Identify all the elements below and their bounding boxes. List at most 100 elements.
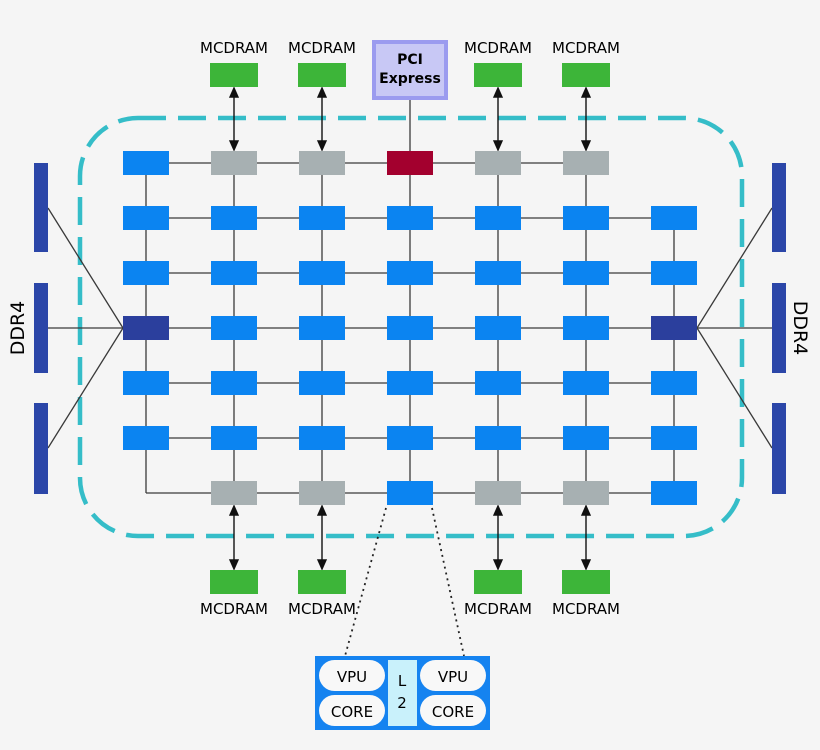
mcdram-bottom-label: MCDRAM — [288, 600, 356, 618]
core-right-label: CORE — [432, 703, 474, 721]
arrow-head — [492, 504, 504, 516]
ddr-left-bar — [34, 403, 48, 494]
mesh-tile — [211, 316, 257, 340]
mcdram-top-label: MCDRAM — [464, 39, 532, 57]
mcdram-modules: MCDRAM MCDRAM MCDRAM MCDRAM MCDRAM MCDRAM MCDR… — [200, 39, 620, 618]
ddr-left-bar — [34, 163, 48, 252]
ddr-right-bar — [772, 163, 786, 252]
pcie-box — [372, 40, 448, 100]
l2-cache-box — [388, 660, 417, 726]
arrow-head — [228, 86, 240, 98]
ddr-channels — [34, 163, 786, 494]
ddr-left-link — [47, 327, 124, 449]
mcdram-top-label: MCDRAM — [288, 39, 356, 57]
mcdram-top-block — [562, 63, 610, 87]
mcdram-top-label: MCDRAM — [200, 39, 268, 57]
mesh-tile — [387, 426, 433, 450]
ddr-right-link — [696, 327, 773, 449]
mesh-tile — [211, 206, 257, 230]
mcdram-bottom-block — [210, 570, 258, 594]
mcdram-links — [228, 86, 592, 571]
mcdram-bottom-block — [474, 570, 522, 594]
l2-label-line2: 2 — [397, 694, 407, 712]
mcdram-top-block — [474, 63, 522, 87]
arrow-head — [316, 504, 328, 516]
mcdram-controller-tile — [211, 481, 257, 505]
core-left-label: CORE — [331, 703, 373, 721]
mesh-tile — [123, 426, 169, 450]
arrow-head — [492, 140, 504, 152]
mcdram-controller-tile — [475, 481, 521, 505]
mesh-tile — [299, 206, 345, 230]
vpu-left-label: VPU — [337, 668, 367, 686]
mesh-tile — [123, 206, 169, 230]
arrow-head — [580, 86, 592, 98]
mcdram-controller-tile — [563, 481, 609, 505]
ddr-right-label: DDR4 — [789, 301, 811, 356]
mesh-tile — [563, 371, 609, 395]
arrow-head — [316, 559, 328, 571]
mcdram-controller-tile — [475, 151, 521, 175]
pcie-label-line2: Express — [379, 71, 441, 87]
mesh-tile — [563, 316, 609, 340]
arrow-head — [492, 86, 504, 98]
mesh-tile — [651, 261, 697, 285]
arrow-head — [228, 559, 240, 571]
mcdram-controller-tile — [563, 151, 609, 175]
arrow-head — [316, 86, 328, 98]
mcdram-top-block — [210, 63, 258, 87]
mcdram-bottom-block — [562, 570, 610, 594]
mesh-tile — [387, 206, 433, 230]
mesh-tile — [299, 371, 345, 395]
mcdram-controller-tile — [211, 151, 257, 175]
ddr-links — [47, 207, 773, 449]
mesh-tile — [123, 261, 169, 285]
mesh-tile — [475, 316, 521, 340]
mcdram-top-block — [298, 63, 346, 87]
pcie-block: PCI Express — [372, 40, 448, 100]
mesh-tile — [651, 371, 697, 395]
vpu-right-pill — [420, 660, 486, 691]
pcie-controller-tile — [387, 151, 433, 175]
mesh-tile — [211, 371, 257, 395]
mcdram-controller-tile — [299, 151, 345, 175]
mcdram-bottom-label: MCDRAM — [200, 600, 268, 618]
mesh-tile — [475, 371, 521, 395]
mesh-tile — [651, 206, 697, 230]
ddr-left-link — [47, 207, 124, 329]
core-right-pill — [420, 695, 486, 726]
mesh-tile — [387, 371, 433, 395]
mesh-tile — [651, 481, 697, 505]
ddr-right-bar — [772, 403, 786, 494]
vpu-right-label: VPU — [438, 668, 468, 686]
mcdram-bottom-label: MCDRAM — [552, 600, 620, 618]
ddr-right-bar — [772, 283, 786, 373]
vpu-left-pill — [319, 660, 385, 691]
tile-grid — [123, 151, 697, 505]
arrow-head — [316, 140, 328, 152]
mesh-tile — [651, 426, 697, 450]
mesh-tile — [387, 316, 433, 340]
pcie-label-line1: PCI — [397, 52, 423, 68]
mesh-tile — [123, 151, 169, 175]
mesh-tile — [563, 206, 609, 230]
l2-label-line1: L — [398, 672, 407, 690]
ddr-controller-tile — [651, 316, 697, 340]
mesh-tile — [475, 261, 521, 285]
ddr-left-label: DDR4 — [7, 301, 29, 356]
mcdram-controller-tile — [299, 481, 345, 505]
mcdram-top-label: MCDRAM — [552, 39, 620, 57]
mesh-tile — [299, 426, 345, 450]
die-boundary — [77, 115, 745, 539]
mesh-tile — [211, 426, 257, 450]
mesh-tile — [475, 206, 521, 230]
arrow-head — [580, 504, 592, 516]
arrow-head — [228, 504, 240, 516]
tile-detail: VPU CORE L 2 VPU CORE — [315, 656, 490, 730]
mcdram-bottom-label: MCDRAM — [464, 600, 532, 618]
ddr-controller-tile — [123, 316, 169, 340]
ddr-right-link — [696, 207, 773, 329]
mesh-tile — [387, 481, 433, 505]
arrow-head — [580, 140, 592, 152]
